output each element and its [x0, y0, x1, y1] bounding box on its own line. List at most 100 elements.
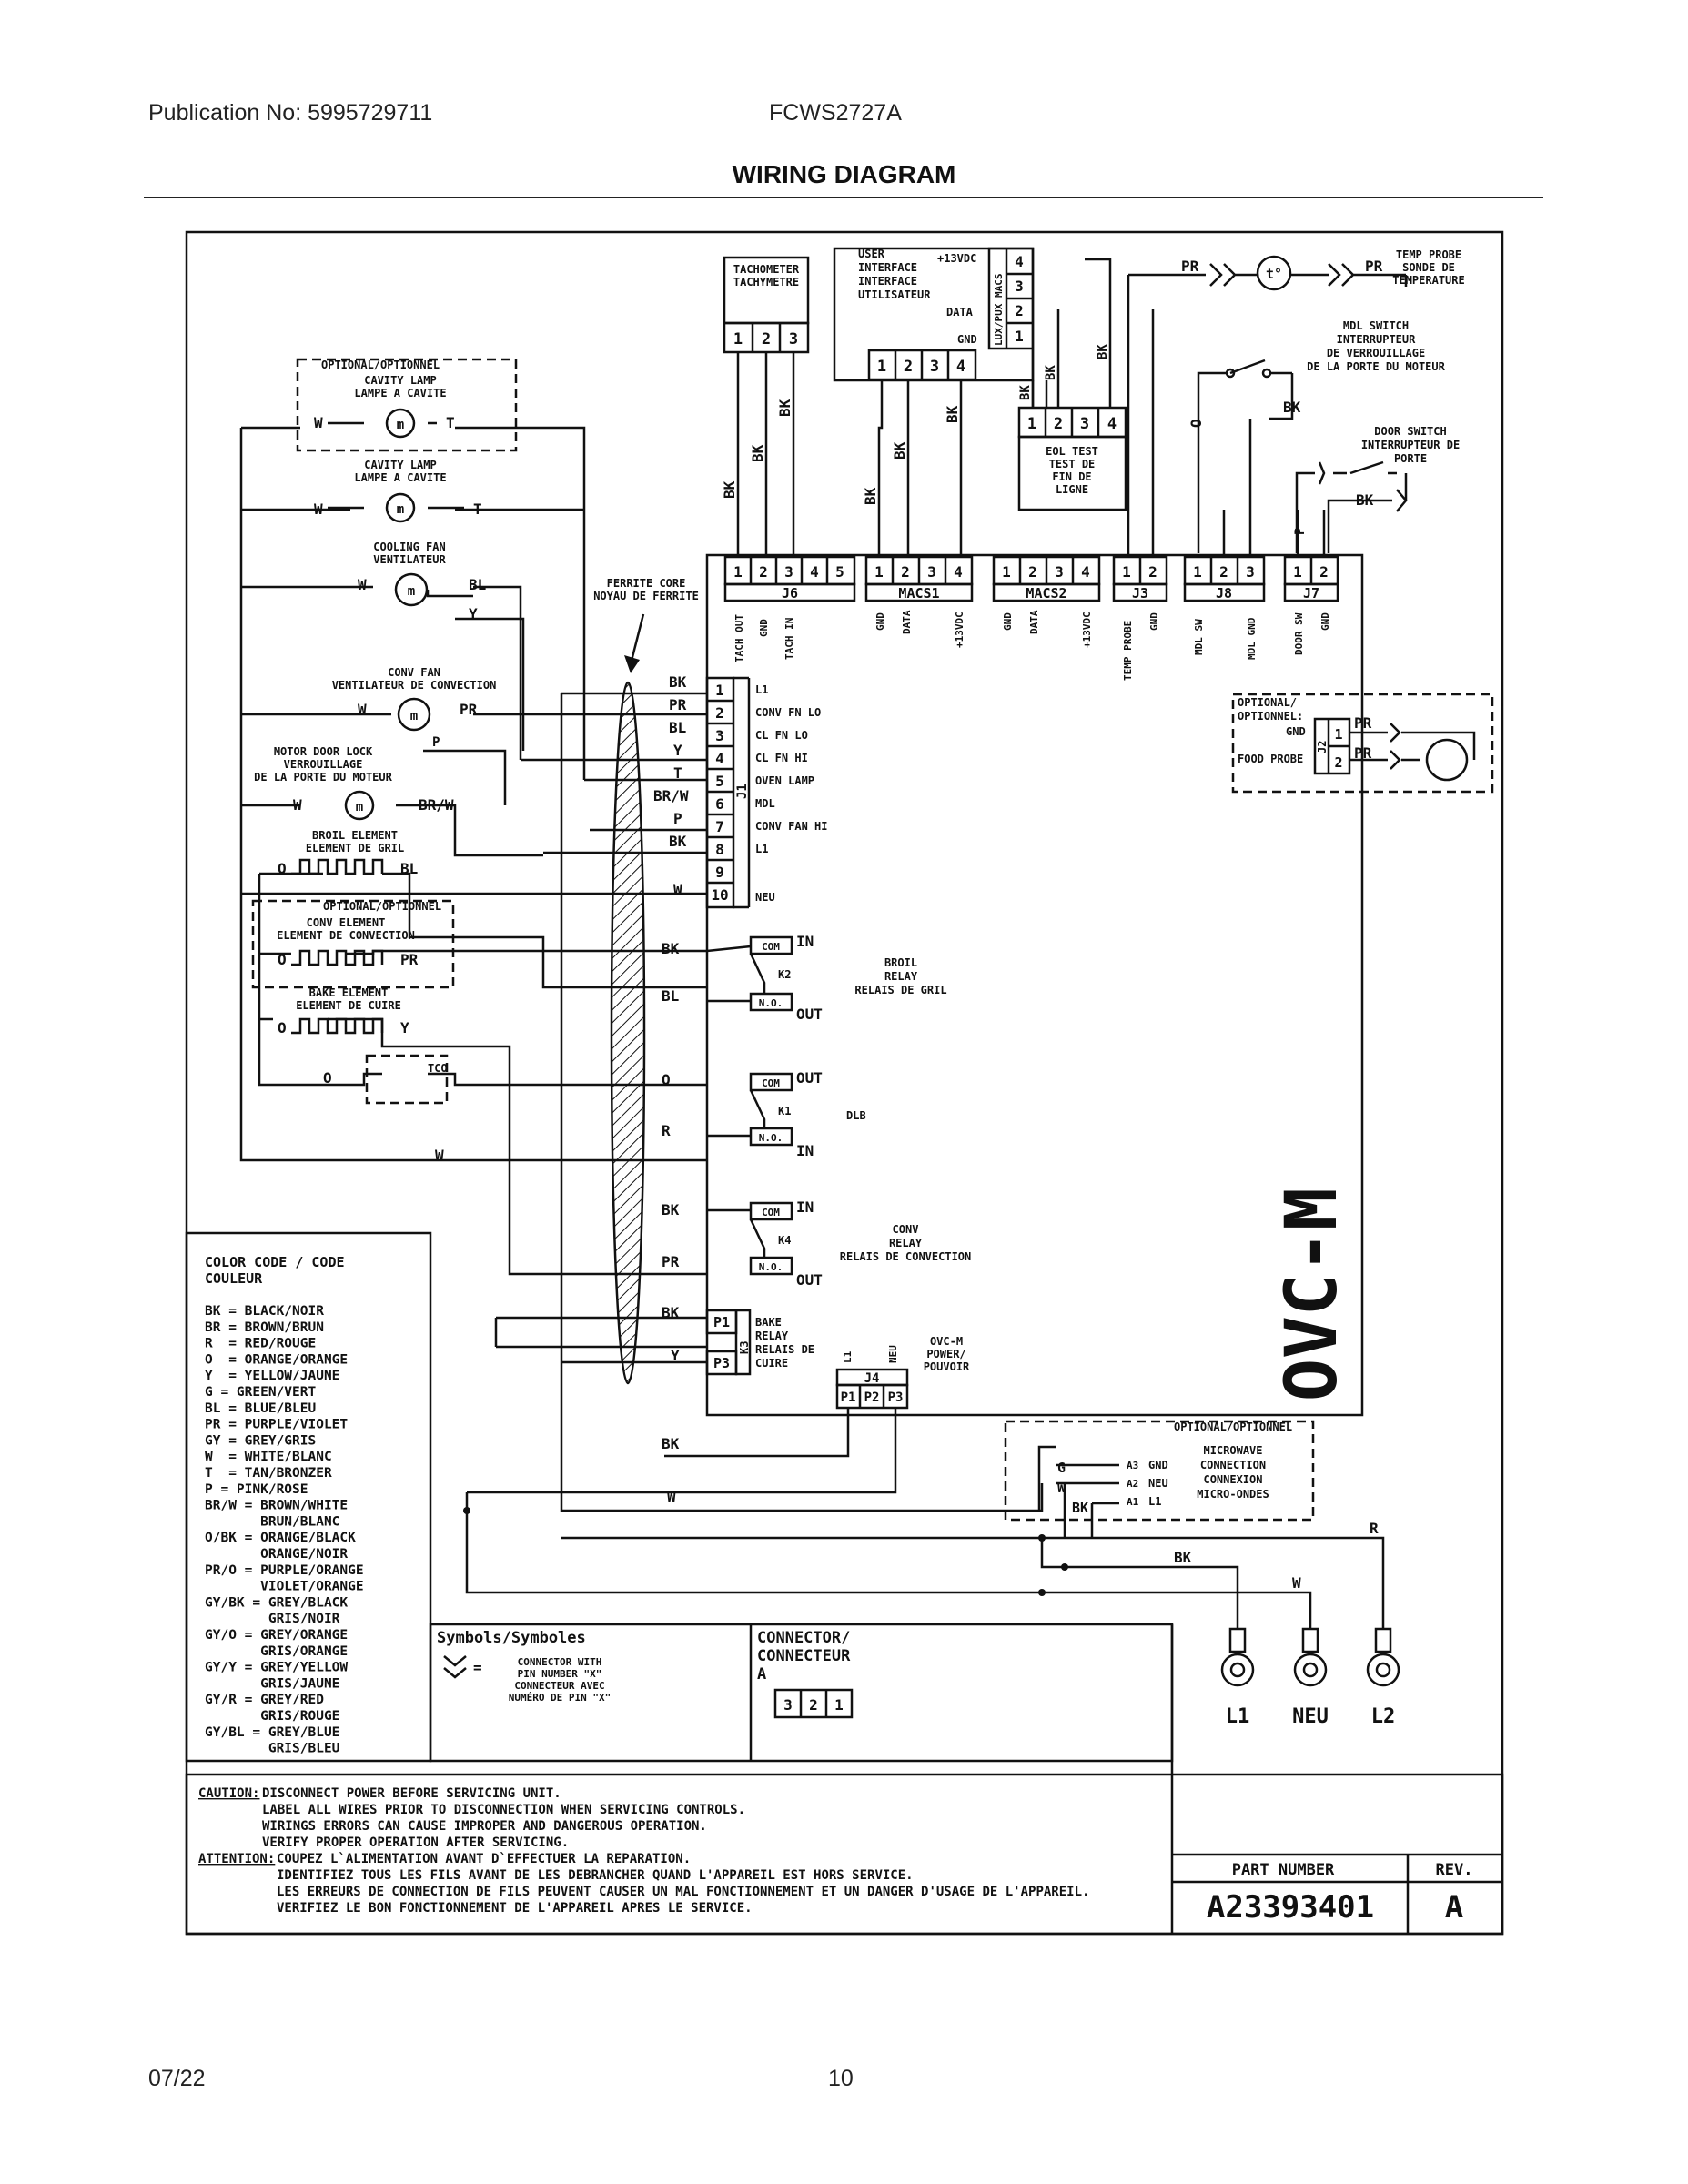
svg-text:DATA: DATA: [1028, 610, 1040, 634]
svg-text:DOOR SW: DOOR SW: [1293, 612, 1305, 655]
svg-text:BK: BK: [1044, 365, 1058, 380]
header-rule: [144, 197, 1543, 198]
svg-text:PR: PR: [662, 1253, 680, 1270]
svg-text:m: m: [397, 502, 404, 517]
optional-label: OPTIONAL/OPTIONNEL: [321, 359, 440, 371]
svg-text:O: O: [278, 860, 287, 877]
svg-text:1: 1: [1193, 563, 1202, 581]
svg-text:OUT: OUT: [796, 1006, 823, 1023]
connector-j1: 1 2 3 4 5 6 7 8 9 10 J1 L1 CONV FN LO CL…: [653, 673, 827, 909]
svg-text:2: 2: [1319, 563, 1329, 581]
svg-text:P3: P3: [888, 1390, 904, 1405]
page-title: WIRING DIAGRAM: [732, 160, 956, 188]
diagram-frame: [185, 230, 1504, 1936]
dlb-relay: COM N.O. K1 OUT IN DLB R: [662, 1069, 866, 1159]
svg-text:GND: GND: [1148, 612, 1160, 631]
svg-text:A23393401: A23393401: [1207, 1889, 1374, 1926]
svg-text:PR: PR: [1354, 744, 1372, 762]
svg-text:m: m: [397, 418, 404, 432]
svg-text:REV.: REV.: [1436, 1861, 1473, 1879]
svg-text:W: W: [673, 881, 682, 898]
svg-text:L2: L2: [1371, 1705, 1396, 1728]
svg-text:BK: BK: [1018, 385, 1033, 400]
svg-text:BK: BK: [669, 833, 687, 850]
svg-text:N.O.: N.O.: [759, 1261, 783, 1273]
svg-text:P1: P1: [713, 1314, 730, 1330]
svg-text:4: 4: [810, 563, 819, 581]
svg-text:TCO: TCO: [428, 1062, 448, 1075]
svg-text:K2: K2: [778, 968, 791, 981]
terminal-l2: L2: [1366, 1627, 1400, 1728]
svg-text:A: A: [1445, 1889, 1463, 1926]
tco: TCO O O: [323, 1054, 671, 1105]
svg-text:DLB: DLB: [846, 1109, 866, 1122]
svg-text:MDL GND: MDL GND: [1246, 617, 1258, 660]
svg-text:OPTIONAL/OPTIONNEL: OPTIONAL/OPTIONNEL: [1174, 1421, 1292, 1433]
svg-text:N.O.: N.O.: [759, 997, 783, 1009]
svg-text:1: 1: [1122, 563, 1131, 581]
svg-text:L1: L1: [1148, 1495, 1161, 1508]
svg-text:2: 2: [904, 358, 913, 376]
svg-text:BK: BK: [1174, 1549, 1192, 1566]
svg-text:IN: IN: [796, 1142, 814, 1159]
svg-text:BK: BK: [1096, 344, 1110, 359]
svg-text:W: W: [314, 414, 323, 431]
svg-text:J1: J1: [735, 784, 750, 799]
part-number-block: PART NUMBER REV. A23393401 A: [1172, 1853, 1502, 1934]
svg-text:LUX/PUX MACS: LUX/PUX MACS: [993, 274, 1005, 346]
svg-text:BK: BK: [944, 405, 961, 423]
svg-text:CONV FN LO: CONV FN LO: [755, 706, 821, 719]
svg-text:COM: COM: [762, 1207, 780, 1218]
svg-text:BK: BK: [776, 399, 793, 417]
svg-text:3: 3: [927, 563, 936, 581]
svg-text:IN: IN: [796, 1198, 814, 1216]
svg-text:1: 1: [1015, 328, 1024, 345]
ovcm-board: [705, 553, 1364, 1417]
svg-text:4: 4: [1081, 563, 1090, 581]
svg-text:GND: GND: [1002, 612, 1014, 631]
svg-text:PR: PR: [400, 951, 419, 968]
svg-text:A3: A3: [1127, 1460, 1138, 1471]
svg-text:2: 2: [901, 563, 910, 581]
terminal-neu: NEU: [1292, 1627, 1329, 1728]
svg-text:GND: GND: [1286, 725, 1306, 738]
svg-text:BK: BK: [1356, 491, 1374, 509]
svg-text:MACS1: MACS1: [898, 585, 939, 602]
svg-text:K1: K1: [778, 1105, 791, 1117]
svg-text:IN: IN: [796, 933, 814, 950]
model-number: FCWS2727A: [769, 100, 902, 126]
svg-text:R: R: [1370, 1520, 1379, 1537]
attention-label: ATTENTION:: [198, 1852, 275, 1866]
svg-text:BK: BK: [749, 444, 766, 462]
svg-text:Y: Y: [469, 605, 478, 622]
svg-text:3: 3: [789, 330, 798, 349]
svg-text:1: 1: [715, 682, 724, 699]
svg-text:BK: BK: [662, 940, 680, 957]
svg-text:Y: Y: [671, 1347, 680, 1364]
svg-text:GND: GND: [874, 612, 886, 631]
svg-text:1: 1: [733, 330, 743, 349]
svg-text:GND: GND: [758, 619, 770, 637]
svg-text:W: W: [358, 576, 367, 593]
caution-label: CAUTION:: [198, 1786, 259, 1801]
svg-text:J4: J4: [864, 1371, 880, 1386]
svg-text:2: 2: [1015, 302, 1024, 319]
svg-text:N.O.: N.O.: [759, 1132, 783, 1144]
svg-text:3: 3: [1055, 563, 1064, 581]
